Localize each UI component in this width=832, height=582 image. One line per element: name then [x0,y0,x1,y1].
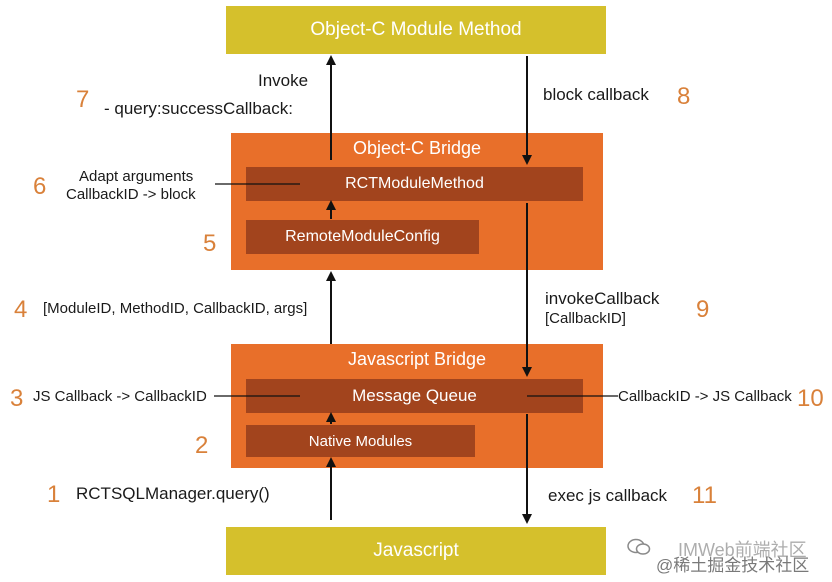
step-4-number: 4 [14,296,28,323]
step-4-label: [ModuleID, MethodID, CallbackID, args] [43,300,308,317]
message-queue-label: Message Queue [352,386,477,405]
watermark-logo-icon [627,538,651,556]
watermark-text: @稀土掘金技术社区 [656,556,810,575]
step-9-number: 9 [696,296,710,323]
step-11-label: exec js callback [548,486,668,505]
step-7-label-line1: Invoke [258,71,309,90]
rct-module-method-label: RCTModuleMethod [345,175,484,192]
objc-module-method-label: Object-C Module Method [310,19,522,40]
js-bridge-title: Javascript Bridge [347,349,487,369]
javascript-bar: Javascript [226,527,606,575]
step-9-label-line2: [CallbackID] [545,310,626,327]
step-6-label-line2: CallbackID -> block [66,186,196,203]
step-6-label-line1: Adapt arguments [79,168,194,185]
step-1-number: 1 [47,481,61,508]
remote-module-config-bar: RemoteModuleConfig [246,220,479,254]
step-3-label: JS Callback -> CallbackID [33,388,207,405]
step-2-number: 2 [195,432,209,459]
step-7-number: 7 [76,86,90,113]
native-modules-label: Native Modules [308,432,413,450]
rct-module-method-bar: RCTModuleMethod [246,167,583,201]
watermark-overlay-text: IMWeb前端社区 [678,540,807,560]
message-queue-bar: Message Queue [246,379,583,413]
step-5-number: 5 [203,230,217,257]
objc-bridge-title: Object-C Bridge [352,138,482,158]
step-11-number: 11 [692,482,717,509]
step-10-label: CallbackID -> JS Callback [618,388,792,405]
step-8-number: 8 [677,83,691,110]
step-7-label-line2: - query:successCallback: [104,99,293,118]
javascript-label: Javascript [373,540,459,561]
step-6-number: 6 [33,173,47,200]
remote-module-config-label: RemoteModuleConfig [285,228,440,245]
step-9-label-line1: invokeCallback [545,289,660,308]
objc-module-method-bar: Object-C Module Method [226,6,606,54]
native-modules-bar: Native Modules [246,425,475,457]
step-10-number: 10 [797,385,824,412]
step-3-number: 3 [10,385,24,412]
step-8-label: block callback [543,85,649,104]
step-1-label: RCTSQLManager.query() [76,484,270,503]
